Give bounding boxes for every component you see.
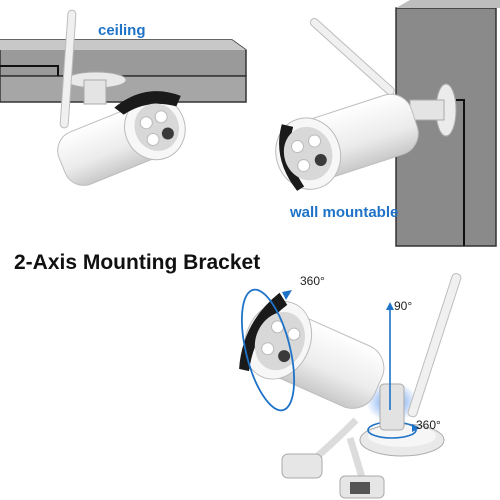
bracket-lens-icon — [278, 350, 291, 363]
wall-camera-visor — [279, 124, 305, 191]
wall-ir-led-icon — [297, 159, 311, 173]
power-connector — [281, 453, 323, 479]
bracket-scene — [239, 272, 462, 499]
wall-ir-led-icon — [290, 140, 304, 154]
ceiling-bracket-arm — [83, 79, 107, 105]
ceiling-slab-edge — [0, 40, 246, 50]
ceiling-ir-led-icon — [154, 110, 168, 124]
bracket-antenna — [407, 272, 462, 418]
bracket-ir-led-icon — [270, 320, 284, 334]
ceiling-camera — [57, 91, 186, 186]
wall-camera — [275, 93, 419, 191]
ceiling-ir-led-icon — [139, 116, 153, 130]
bracket-ir-led-icon — [287, 327, 301, 341]
ceiling-scene — [0, 9, 247, 186]
bracket-arm — [379, 383, 405, 431]
headline: 2-Axis Mounting Bracket — [14, 251, 261, 274]
bracket-ir-led-icon — [261, 342, 275, 356]
rotation-arrow-top-icon — [241, 288, 295, 412]
ceiling-ir-led-icon — [146, 132, 160, 146]
ceiling-label: ceiling — [98, 22, 146, 39]
rj45-port-icon — [350, 482, 370, 494]
wall-ir-led-icon — [308, 134, 322, 148]
wall-lens-icon — [314, 154, 327, 167]
wall-top-edge — [396, 0, 500, 8]
wall-bracket-arm — [409, 99, 445, 121]
ceiling-cable — [0, 65, 59, 76]
ceiling-camera-visor — [114, 91, 181, 115]
rotation-bottom-label: 360° — [416, 418, 441, 432]
wall-mountable-label: wall mountable — [290, 204, 399, 221]
rotation-arrowhead-icon — [282, 290, 292, 300]
tilt-arrowhead-icon — [386, 302, 394, 310]
bracket-camera — [239, 292, 385, 409]
ceiling-lens-icon — [161, 127, 174, 140]
wall-antenna — [309, 18, 395, 96]
wall-cable — [456, 99, 465, 246]
tilt-label: 90° — [394, 299, 413, 313]
ceiling-antenna — [59, 9, 77, 129]
wall-scene — [275, 0, 500, 247]
bracket-camera-visor — [239, 292, 288, 372]
rotation-arrowhead-icon — [412, 424, 420, 432]
rotation-top-label: 360° — [300, 274, 325, 288]
